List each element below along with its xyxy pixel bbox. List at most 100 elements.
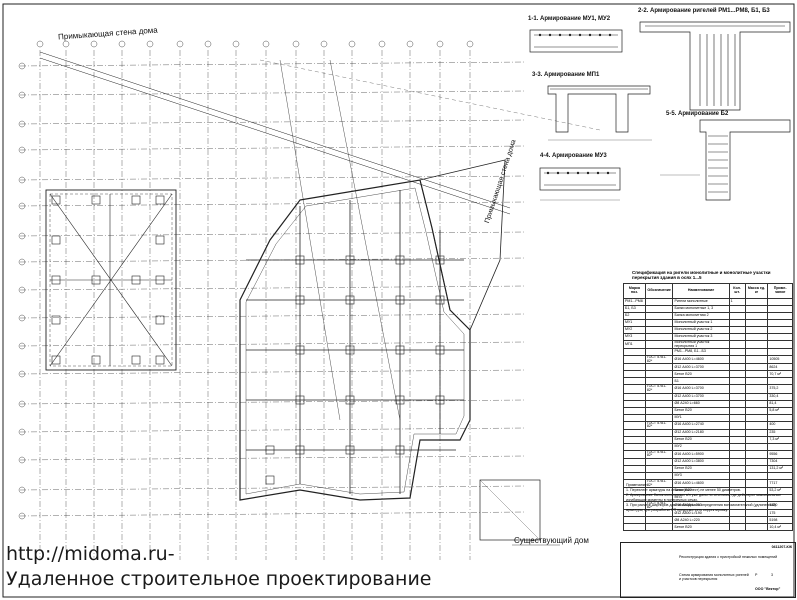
spec-header-cell: Масса ед. кг [744, 283, 769, 299]
spec-cell: 5,8 м³ [767, 406, 793, 415]
spec-cell [623, 406, 646, 415]
stamp-sheet-title: Схема армирования монолитных ригелей и у… [679, 573, 749, 581]
spec-header-cell: Наименование [672, 283, 730, 299]
spec-header-cell: Приме-чание [767, 283, 793, 299]
axis-bubble [18, 146, 26, 154]
spec-cell [644, 339, 674, 350]
spec-cell [623, 355, 646, 365]
axis-bubble [204, 40, 212, 48]
grid-axis-line [19, 341, 526, 347]
spec-cell [744, 348, 769, 357]
axis-bubble [406, 40, 414, 48]
spec-cell [644, 348, 674, 357]
column [395, 395, 405, 405]
spec-cell: Б2 [623, 312, 646, 320]
spec-cell [744, 471, 769, 480]
spec-cell: 10,4 м³ [767, 523, 793, 532]
spec-cell: Бетон В20 [672, 406, 730, 415]
spec-cell [744, 501, 769, 511]
spec-cell [728, 413, 746, 422]
column [435, 395, 445, 405]
spec-cell [744, 377, 769, 386]
spec-cell: Балки монолитные 1, 3 [672, 305, 730, 313]
axis-bubble [36, 40, 44, 48]
grid-axis-line [19, 119, 526, 125]
column [395, 255, 405, 265]
spec-cell [767, 471, 793, 480]
spec-cell [623, 516, 646, 525]
column [155, 355, 165, 365]
rebar-dot [556, 171, 560, 175]
spec-cell [644, 326, 674, 334]
spec-cell [744, 442, 769, 451]
spec-cell [744, 428, 769, 437]
grid-axis-line [19, 201, 526, 207]
rebar-dot [548, 33, 552, 37]
spec-cell: Ø16 А400 L=4600 [672, 478, 730, 489]
spec-cell [644, 363, 674, 372]
spec-cell [744, 326, 769, 334]
spec-cell [728, 384, 746, 394]
spec-cell: 131,2 м³ [767, 464, 793, 473]
column [155, 315, 165, 325]
column [131, 195, 141, 205]
axis-bubble [292, 40, 300, 48]
spec-cell [767, 326, 793, 334]
spec-cell [623, 363, 646, 372]
spec-cell [767, 319, 793, 327]
spec-cell [728, 377, 746, 386]
spec-cell [644, 464, 674, 473]
section-4-title: 4-4. Армирование МУ3 [540, 153, 607, 159]
spec-row: МУ2 [623, 442, 793, 451]
column [295, 445, 305, 455]
spec-cell [644, 305, 674, 313]
column [345, 395, 355, 405]
spec-cell: Ø12 А400 L=3700 [672, 363, 730, 372]
column [345, 295, 355, 305]
spec-cell [744, 464, 769, 473]
spec-cell: 10505 [767, 355, 793, 365]
section-2-outline [639, 21, 791, 111]
axis-bubble [436, 40, 444, 48]
spec-cell: Бетон В20 [672, 464, 730, 473]
spec-cell [644, 406, 674, 415]
spec-cell [644, 471, 674, 480]
slanted-axis [279, 59, 341, 421]
spec-cell: Ригели монолитные [672, 298, 730, 306]
column [295, 345, 305, 355]
spec-cell [767, 377, 793, 386]
section-2-title: 2-2. Армирование ригелей РМ1...РМ8, Б1, … [638, 8, 770, 14]
column [91, 355, 101, 365]
spec-cell [767, 348, 793, 357]
spec-cell [744, 298, 769, 306]
spec-cell: ГОСТ 5781-82* [644, 355, 674, 365]
spec-cell: МУ2 [623, 326, 646, 334]
spec-cell [744, 339, 769, 350]
spec-cell: 7,3 м³ [767, 435, 793, 444]
spec-cell [728, 370, 746, 379]
spec-cell [744, 333, 769, 341]
spec-cell: Бетон В20 [672, 523, 730, 532]
column [131, 275, 141, 285]
spec-row: Бетон В20 10,4 м³ [623, 523, 793, 532]
spec-cell [744, 312, 769, 320]
spec-cell [728, 523, 746, 532]
spec-cell [644, 413, 674, 422]
spec-cell: Б1 [672, 377, 730, 386]
spec-cell [744, 399, 769, 408]
spec-cell [623, 442, 646, 451]
spec-cell [728, 501, 746, 511]
spec-notes: Примечание: 1. Перехлест арматуры на сты… [626, 483, 792, 513]
spec-cell: МП1 [623, 339, 646, 350]
column [51, 355, 61, 365]
spec-cell: ГОСТ 5781-82* [644, 449, 674, 459]
spec-cell: 1 [728, 298, 746, 306]
section-3-title: 3-3. Армирование МП1 [532, 72, 600, 78]
